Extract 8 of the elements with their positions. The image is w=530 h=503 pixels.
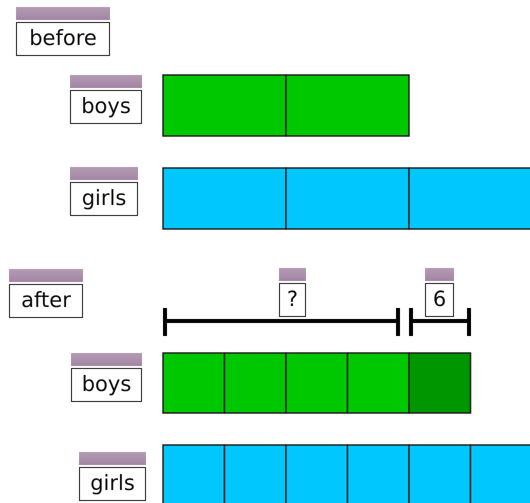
label-box: ?: [279, 283, 306, 317]
label-box: after: [9, 284, 83, 318]
label-box: girls: [70, 182, 138, 216]
label-box: girls: [79, 467, 146, 501]
label-box: 6: [425, 283, 454, 317]
label-box: before: [16, 22, 110, 56]
label-box: boys: [70, 90, 142, 124]
label-box: boys: [71, 368, 142, 402]
